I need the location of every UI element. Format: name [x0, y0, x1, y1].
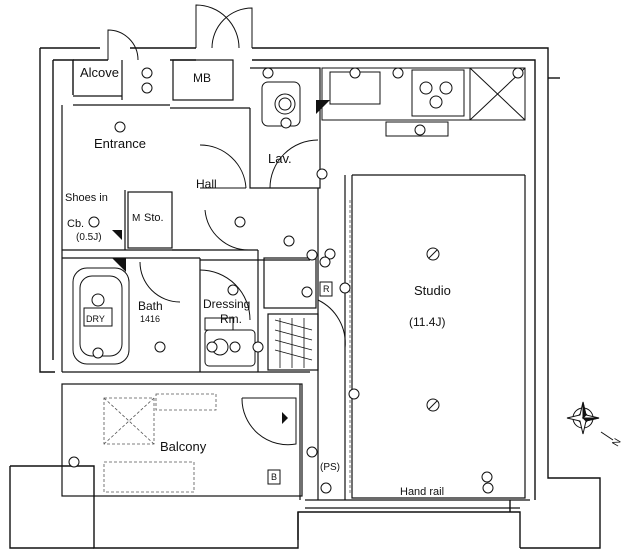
room-label-dressing: Dressing [203, 297, 251, 311]
label-b-box: B [271, 472, 278, 482]
doors [107, 4, 346, 446]
label-ps: (PS) [320, 462, 340, 473]
small-boxes [267, 281, 333, 485]
room-label-bath: Bath [138, 299, 163, 313]
ceiling-lights [426, 247, 440, 412]
room-label-balcony: Balcony [160, 439, 207, 454]
label-r-box: R [323, 284, 330, 294]
room-label-sto-prefix: M [132, 213, 141, 224]
room-label-dressing-rm: Rm. [220, 312, 242, 326]
lav-fixtures [261, 81, 301, 127]
outer-walls [9, 47, 601, 549]
room-label-bath-size: 1416 [140, 314, 161, 324]
room-label-cb-size: (0.5J) [76, 232, 102, 243]
room-label-alcove: Alcove [80, 65, 120, 80]
room-label-mb: MB [193, 71, 211, 85]
room-label-sto: Sto. [144, 212, 164, 224]
outlet-symbols [68, 67, 524, 494]
room-label-studio-size: (11.4J) [409, 315, 446, 329]
room-label-entrance: Entrance [94, 136, 147, 151]
room-label-hall: Hall [196, 177, 217, 191]
room-label-cb: Cb. [67, 218, 85, 230]
compass-rose-icon [566, 401, 614, 441]
room-label-lav: Lav. [268, 151, 292, 166]
label-handrail: Hand rail [400, 486, 445, 498]
balcony-dashed [103, 200, 351, 495]
triangle-markers [112, 100, 330, 424]
room-label-dry: DRY [86, 314, 105, 324]
closet-hatching [274, 318, 313, 368]
room-label-studio: Studio [414, 283, 451, 298]
room-label-shoes-in: Shoes in [65, 192, 108, 204]
